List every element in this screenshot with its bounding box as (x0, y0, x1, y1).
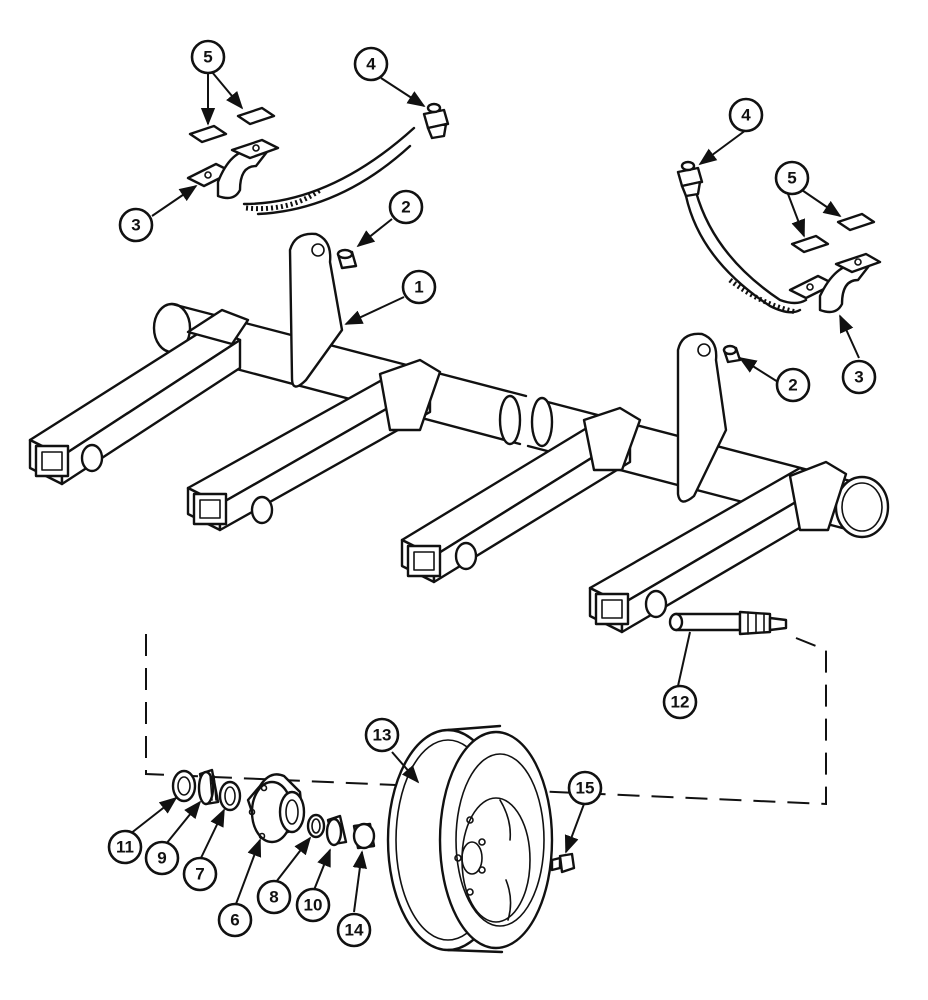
callout-9: 9 (144, 840, 180, 876)
leader-lines (129, 71, 860, 913)
grease-hose-right (684, 190, 808, 315)
callout-10: 10 (295, 887, 331, 923)
wheel-bolt (550, 852, 576, 874)
hose-clamp-right (788, 252, 882, 314)
callout-2-left: 2 (388, 189, 424, 225)
callout-4-left: 4 (353, 46, 389, 82)
callout-1: 1 (401, 269, 437, 305)
callout-15-label: 15 (576, 779, 595, 798)
grease-fitting-right (676, 160, 704, 198)
callout-2-left-label: 2 (401, 198, 410, 217)
arm-2 (186, 358, 442, 532)
callout-3-left-label: 3 (131, 216, 140, 235)
grease-fitting-left (422, 102, 450, 140)
hose-clamp-left (186, 138, 280, 200)
callout-5-right: 5 (774, 160, 810, 196)
left-upright-plate (288, 232, 344, 388)
shims-left (188, 106, 276, 144)
callout-2-right: 2 (775, 367, 811, 403)
right-tube-end (834, 475, 890, 539)
callout-4-right-label: 4 (741, 106, 751, 125)
callout-12: 12 (662, 684, 698, 720)
arm-3 (400, 406, 642, 584)
tube-break-right (530, 396, 554, 448)
callout-9-label: 9 (157, 849, 166, 868)
callout-6: 6 (217, 902, 253, 938)
spindle (668, 610, 788, 636)
seal (171, 769, 197, 803)
arm-4 (588, 460, 848, 634)
callout-15: 15 (567, 770, 603, 806)
bearing-cone-inner (325, 814, 348, 847)
callout-7-label: 7 (195, 865, 204, 884)
callout-2-right-label: 2 (788, 376, 797, 395)
callout-11-label: 11 (116, 838, 134, 857)
callout-13: 13 (364, 717, 400, 753)
wheel-rim (386, 724, 554, 954)
callout-5-left: 5 (190, 39, 226, 75)
callout-13-label: 13 (373, 726, 392, 745)
callout-4-left-label: 4 (366, 55, 376, 74)
bushing-left (336, 248, 358, 270)
callout-7: 7 (182, 856, 218, 892)
shims-right (790, 212, 876, 254)
tube-break-left (498, 394, 522, 446)
callout-8: 8 (256, 879, 292, 915)
callout-5-right-label: 5 (787, 169, 796, 188)
callout-1-label: 1 (414, 278, 423, 297)
bearing-cup-outer (218, 780, 242, 812)
callout-3-left: 3 (118, 207, 154, 243)
callout-3-right-label: 3 (854, 368, 863, 387)
arm-1 (28, 308, 250, 486)
callout-10-label: 10 (304, 896, 323, 915)
callout-12-label: 12 (671, 693, 690, 712)
right-upright-plate (676, 332, 728, 503)
callout-8-label: 8 (269, 888, 278, 907)
callout-14: 14 (336, 912, 372, 948)
bearing-cone-outer (197, 768, 220, 806)
axle-frame (28, 232, 890, 634)
bearing-cup-inner (306, 813, 326, 839)
dust-cap (352, 822, 376, 850)
callout-5-left-label: 5 (203, 48, 212, 67)
callout-14-label: 14 (345, 921, 364, 940)
callout-6-label: 6 (230, 911, 239, 930)
grease-hose-left (242, 126, 416, 216)
assembly-path-line (145, 634, 827, 806)
hub (246, 773, 306, 844)
callout-11: 11 (107, 829, 143, 865)
callout-3-right: 3 (841, 359, 877, 395)
callout-4-right: 4 (728, 97, 764, 133)
bushing-right (722, 344, 742, 364)
